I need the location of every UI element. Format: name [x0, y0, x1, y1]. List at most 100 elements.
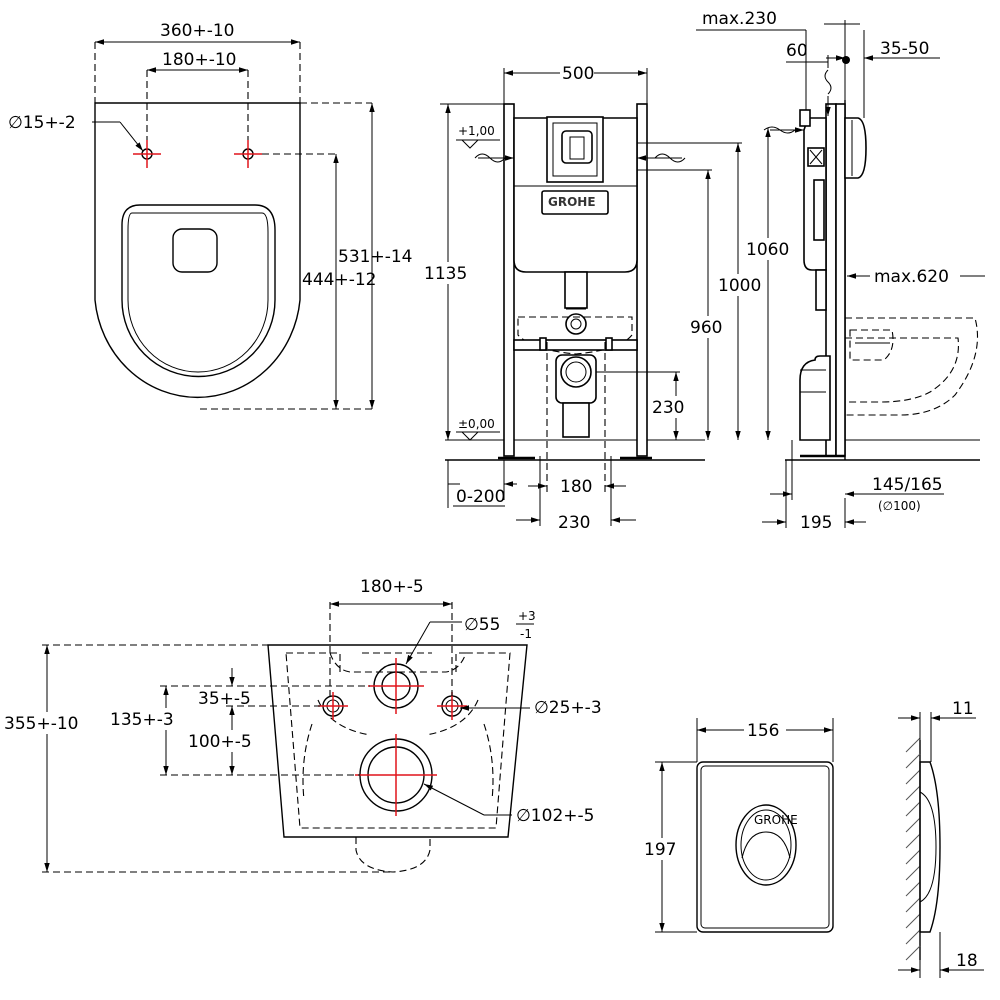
dim-height-total: 1135 [422, 103, 504, 440]
flush-plate-front-view: GROHE 156 197 [640, 718, 834, 933]
rear-outline [267, 644, 528, 838]
dim-plate-width-label: 156 [747, 721, 779, 741]
dim-rear-135-label: 135+-3 [110, 710, 174, 730]
dim-rear-35: 35+-5 [198, 668, 320, 726]
dim-rear-135: 135+-3 [108, 685, 370, 776]
dim-inlet-diameter: ∅55 +3 -1 [405, 609, 536, 665]
dim-60-label: 60 [786, 41, 808, 61]
dim-hole-diameter: ∅15+-2 [8, 113, 144, 152]
dim-spacing-230: 230 [516, 456, 636, 533]
dim-length-outer: 531+-14 [200, 102, 412, 410]
dim-plate-width: 156 [696, 718, 834, 762]
dim-height-1000-label: 1000 [718, 276, 761, 296]
dim-35-50: 35-50 [824, 20, 940, 118]
dim-outlet-diameter: ∅102+-5 [423, 783, 594, 826]
flush-pipe-connector [565, 313, 587, 335]
dim-hole-diameter-label: ∅15+-2 [8, 113, 76, 133]
frame-front-view: GROHE +1,00 ±0,00 [422, 62, 762, 533]
dim-100-label: (∅100) [878, 499, 921, 513]
dim-spacing-180: 180 [528, 342, 626, 497]
level-top-label: +1,00 [458, 124, 495, 138]
dim-height-total-label: 1135 [424, 264, 467, 284]
dim-width-inner-label: 180+-10 [162, 50, 236, 70]
rear-foot-dashed [355, 837, 431, 873]
toilet-bowl-inner [127, 212, 269, 373]
dim-height-230: 230 [596, 371, 690, 440]
dim-rear-spacing-label: 180+-5 [360, 577, 424, 597]
dim-foot-adjust-label: 0-200 [456, 487, 505, 507]
dim-frame-width: 500 [503, 62, 648, 104]
level-marker-zero: ±0,00 [456, 417, 500, 441]
dim-thickness-bottom-label: 18 [956, 951, 978, 971]
level-zero-label: ±0,00 [458, 417, 495, 431]
dim-width-outer-label: 360+-10 [160, 21, 234, 41]
bolt-hole-right [437, 692, 467, 720]
dim-inlet-tol-plus: +3 [518, 609, 536, 623]
dim-thickness-top: 11 [898, 699, 976, 762]
rear-inner-dashed [285, 652, 511, 829]
dim-145-165-label: 145/165 [872, 475, 943, 495]
fixing-hole-right [234, 140, 262, 168]
side-toilet-dashed [845, 317, 978, 416]
flush-plate-side-view: 11 18 [898, 699, 984, 978]
flush-plate [696, 761, 834, 933]
grohe-logo-text: GROHE [548, 195, 596, 209]
dim-max-620: max.620 [847, 264, 985, 287]
dim-195: 195 [762, 460, 866, 533]
frame-post-right [636, 103, 648, 457]
toilet-top-view: 360+-10 180+-10 ∅15+-2 531+-14 444+-12 [8, 21, 412, 410]
frame-crossbar [513, 339, 638, 351]
dim-inlet-diameter-label: ∅55 [464, 615, 500, 635]
level-marker-top: +1,00 [456, 124, 500, 149]
dim-35-50-label: 35-50 [880, 39, 929, 59]
outlet-hole [355, 734, 437, 816]
flush-rim-outlet [172, 228, 218, 273]
dim-length-inner: 444+-12 [262, 153, 376, 409]
dim-rear-depth-label: 355+-10 [4, 714, 78, 734]
dim-max-230-label: max.230 [702, 9, 777, 29]
dim-frame-width-label: 500 [562, 64, 594, 84]
fixing-hole-left [133, 140, 161, 168]
dim-width-inner: 180+-10 [146, 50, 249, 140]
dim-inlet-tol-minus: -1 [520, 627, 532, 641]
drain-outlet [560, 356, 592, 388]
dim-height-960-label: 960 [690, 318, 722, 338]
dim-width-outer: 360+-10 [94, 21, 301, 103]
inlet-hole [368, 658, 424, 714]
dim-thickness-top-label: 11 [952, 699, 974, 719]
dim-height-1060-label: 1060 [746, 240, 789, 260]
dim-bolt-diameter-label: ∅25+-3 [534, 698, 602, 718]
dim-195-label: 195 [800, 513, 832, 533]
dim-rear-100: 100+-5 [186, 706, 262, 775]
dim-spacing-230-label: 230 [558, 513, 590, 533]
dim-plate-height-label: 197 [644, 840, 676, 860]
dim-max-620-label: max.620 [874, 267, 949, 287]
dim-60: 60 [786, 41, 829, 68]
dim-length-inner-label: 444+-12 [302, 270, 376, 290]
toilet-bowl-opening [121, 204, 276, 378]
grohe-logo-badge [541, 190, 609, 215]
side-waste-pipe [799, 355, 831, 441]
dim-outlet-diameter-label: ∅102+-5 [516, 806, 594, 826]
side-plate-profile [919, 761, 941, 933]
dim-height-1060: 1060 [744, 128, 792, 440]
toilet-rear-view: 180+-5 ∅55 +3 -1 355+-10 135+-3 [2, 577, 602, 873]
dim-max-230: max.230 [696, 9, 807, 110]
frame-side-view: max.230 60 35-50 1060 max.620 [696, 9, 985, 533]
dim-rear-35-label: 35+-5 [198, 689, 251, 709]
toilet-outline [94, 102, 301, 398]
frame-post-left [503, 103, 515, 457]
dim-height-960: 960 [637, 169, 726, 440]
dim-bolt-diameter: ∅25+-3 [460, 698, 602, 718]
wall-hatch [905, 737, 921, 961]
dim-rear-spacing: 180+-5 [329, 577, 453, 696]
dim-height-230-label: 230 [652, 398, 684, 418]
bolt-hole-left [318, 692, 348, 720]
dim-foot-adjust: 0-200 [447, 460, 517, 508]
side-flush-plate [844, 117, 867, 179]
dim-height-1000: 1000 [637, 142, 762, 440]
dim-rear-depth: 355+-10 [2, 644, 393, 873]
dim-145-165: 145/165 (∅100) [770, 440, 944, 513]
dim-spacing-180-label: 180 [560, 477, 592, 497]
